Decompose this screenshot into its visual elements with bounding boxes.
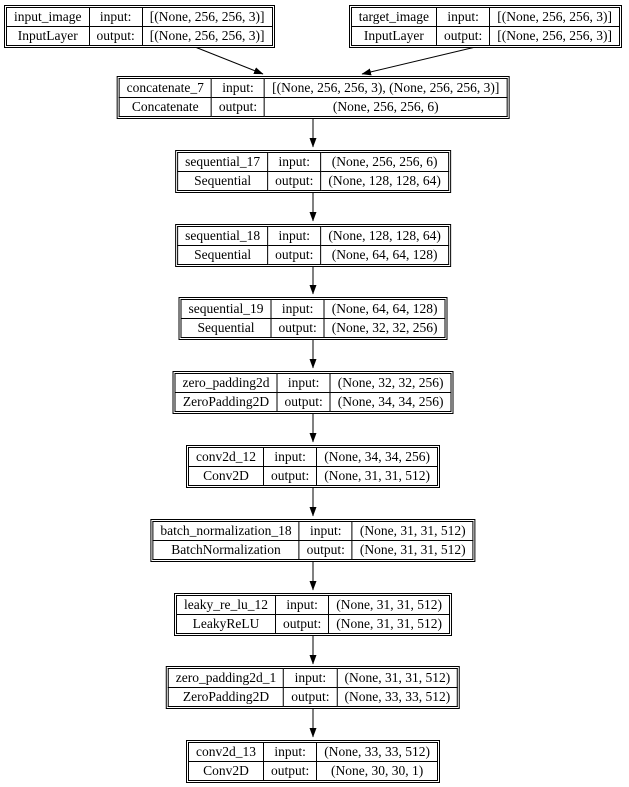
output-shape: (None, 256, 256, 6) <box>264 97 508 117</box>
output-shape: [(None, 256, 256, 3)] <box>489 26 620 46</box>
input-shape: (None, 64, 64, 128) <box>323 299 446 319</box>
layer-name: zero_padding2d <box>174 373 278 393</box>
output-label: output: <box>274 614 330 634</box>
input-shape: (None, 31, 31, 512) <box>351 521 474 541</box>
layer-node-conv2d_13: conv2d_13 input: (None, 33, 33, 512) Con… <box>186 740 440 783</box>
output-shape: (None, 32, 32, 256) <box>323 318 446 338</box>
layer-type: Conv2D <box>188 466 264 486</box>
layer-name: conv2d_13 <box>188 742 264 762</box>
layer-name: input_image <box>6 7 90 27</box>
output-shape: [(None, 256, 256, 3)] <box>141 26 273 46</box>
input-shape: (None, 34, 34, 256) <box>316 447 438 467</box>
layer-type: BatchNormalization <box>152 540 300 560</box>
input-shape: (None, 31, 31, 512) <box>336 668 459 688</box>
input-label: input: <box>210 78 266 98</box>
layer-name: sequential_19 <box>180 299 272 319</box>
layer-node-zero_padding2d_1: zero_padding2d_1 input: (None, 31, 31, 5… <box>165 666 461 709</box>
input-label: input: <box>435 7 491 27</box>
input-label: input: <box>274 595 330 615</box>
output-label: output: <box>262 761 318 781</box>
layer-name: sequential_18 <box>177 226 269 246</box>
input-shape: (None, 32, 32, 256) <box>329 373 452 393</box>
input-shape: (None, 128, 128, 64) <box>320 226 449 246</box>
output-label: output: <box>435 26 491 46</box>
output-shape: (None, 31, 31, 512) <box>351 540 474 560</box>
layer-node-sequential_19: sequential_19 input: (None, 64, 64, 128)… <box>178 297 448 340</box>
input-shape: (None, 256, 256, 6) <box>320 152 449 172</box>
input-label: input: <box>88 7 143 27</box>
output-label: output: <box>270 318 325 338</box>
layer-name: batch_normalization_18 <box>152 521 300 541</box>
layer-type: ZeroPadding2D <box>167 687 285 707</box>
output-shape: (None, 128, 128, 64) <box>320 171 449 191</box>
input-shape: (None, 31, 31, 512) <box>328 595 450 615</box>
input-shape: [(None, 256, 256, 3)] <box>141 7 273 27</box>
layer-type: Concatenate <box>118 97 212 117</box>
input-shape: (None, 33, 33, 512) <box>316 742 438 762</box>
layer-node-sequential_18: sequential_18 input: (None, 128, 128, 64… <box>175 224 451 267</box>
input-label: input: <box>276 373 331 393</box>
layer-type: InputLayer <box>6 26 90 46</box>
output-shape: (None, 31, 31, 512) <box>316 466 438 486</box>
output-label: output: <box>267 171 322 191</box>
edge-target_image-concatenate_7 <box>361 44 485 76</box>
layer-type: Sequential <box>177 245 269 265</box>
input-label: input: <box>283 668 338 688</box>
output-shape: (None, 34, 34, 256) <box>329 392 452 412</box>
output-label: output: <box>210 97 266 117</box>
layer-node-leaky_re_lu_12: leaky_re_lu_12 input: (None, 31, 31, 512… <box>174 593 452 636</box>
layer-node-sequential_17: sequential_17 input: (None, 256, 256, 6)… <box>175 150 451 193</box>
layer-type: Sequential <box>177 171 269 191</box>
layer-node-batch_normalization_18: batch_normalization_18 input: (None, 31,… <box>150 519 476 562</box>
layer-name: target_image <box>350 7 438 27</box>
input-label: input: <box>267 226 322 246</box>
input-label: input: <box>270 299 325 319</box>
input-label: input: <box>262 447 318 467</box>
input-shape: [(None, 256, 256, 3), (None, 256, 256, 3… <box>264 78 508 98</box>
layer-type: InputLayer <box>350 26 438 46</box>
layer-name: zero_padding2d_1 <box>167 668 285 688</box>
output-shape: (None, 31, 31, 512) <box>328 614 450 634</box>
layer-type: ZeroPadding2D <box>174 392 278 412</box>
layer-name: sequential_17 <box>177 152 269 172</box>
output-shape: (None, 30, 30, 1) <box>316 761 438 781</box>
output-label: output: <box>88 26 143 46</box>
layer-node-concatenate_7: concatenate_7 input: [(None, 256, 256, 3… <box>116 76 510 119</box>
layer-name: conv2d_12 <box>188 447 264 467</box>
output-label: output: <box>283 687 338 707</box>
output-label: output: <box>267 245 322 265</box>
input-label: input: <box>262 742 318 762</box>
output-label: output: <box>262 466 318 486</box>
layer-node-target_image: target_image input: [(None, 256, 256, 3)… <box>348 5 622 48</box>
output-label: output: <box>298 540 353 560</box>
output-shape: (None, 64, 64, 128) <box>320 245 449 265</box>
layer-node-zero_padding2d: zero_padding2d input: (None, 32, 32, 256… <box>172 371 454 414</box>
output-label: output: <box>276 392 331 412</box>
layer-name: concatenate_7 <box>118 78 212 98</box>
layer-type: Conv2D <box>188 761 264 781</box>
output-shape: (None, 33, 33, 512) <box>336 687 459 707</box>
layer-type: LeakyReLU <box>176 614 276 634</box>
input-label: input: <box>298 521 353 541</box>
layer-type: Sequential <box>180 318 272 338</box>
layer-node-input_image: input_image input: [(None, 256, 256, 3)]… <box>4 5 275 48</box>
input-label: input: <box>267 152 322 172</box>
edge-input_image-concatenate_7 <box>189 44 264 75</box>
layer-name: leaky_re_lu_12 <box>176 595 276 615</box>
layer-node-conv2d_12: conv2d_12 input: (None, 34, 34, 256) Con… <box>186 445 440 488</box>
input-shape: [(None, 256, 256, 3)] <box>489 7 620 27</box>
